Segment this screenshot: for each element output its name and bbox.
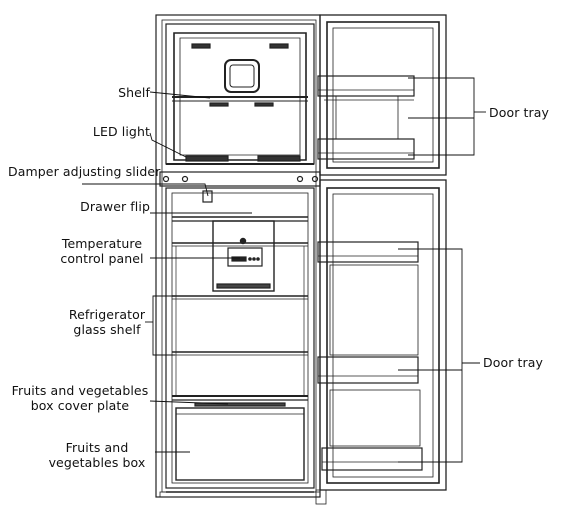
shelf-leader (149, 91, 211, 99)
label-glass-shelf-line1: Refrigerator (68, 307, 146, 322)
label-glass-shelf-line2: glass shelf (73, 322, 141, 337)
label-glass-shelf: Refrigerator glass shelf (62, 307, 152, 337)
lower-door-tray-3 (321, 447, 423, 471)
veg-cover-leader (149, 400, 229, 405)
glass-shelf-leader (152, 295, 175, 356)
label-veg-cover-line2: box cover plate (30, 398, 130, 413)
label-door-tray-upper: Door tray (489, 105, 550, 120)
freezer-compartment (165, 23, 315, 165)
label-veg-box-line2: vegetables box (48, 455, 146, 470)
freezer-door (319, 14, 447, 176)
middle-divider (159, 171, 321, 187)
damper-slider (202, 190, 213, 203)
temperature-control-panel (227, 247, 263, 267)
label-veg-cover-plate: Fruits and vegetables box cover plate (2, 383, 158, 413)
fridge-compartment (165, 187, 315, 489)
label-door-tray-lower: Door tray (483, 355, 544, 370)
label-damper-slider: Damper adjusting slider (8, 164, 161, 179)
lower-door-tray-1 (317, 241, 419, 263)
crisper-box (175, 407, 305, 481)
label-veg-box-line1: Fruits and (65, 440, 129, 455)
lower-door-tray-leader (398, 248, 463, 463)
label-shelf: Shelf (118, 85, 150, 100)
label-led-light: LED light (92, 124, 150, 139)
upper-door-tray-2 (317, 138, 415, 160)
label-temperature-control-panel: Temperature control panel (52, 236, 152, 266)
upper-door-tray-1 (317, 75, 415, 97)
label-temperature-line1: Temperature (61, 236, 143, 251)
led-light-leader (149, 132, 187, 158)
upper-door-tray-leader (408, 77, 475, 156)
fridge-door (319, 179, 447, 491)
label-temperature-line2: control panel (60, 251, 144, 266)
label-drawer-flip: Drawer flip (80, 199, 150, 214)
damper-leader (82, 183, 209, 197)
temperature-control-housing (212, 220, 275, 292)
freezer-fan-cover (224, 59, 260, 93)
label-veg-cover-line1: Fruits and vegetables (11, 383, 149, 398)
label-veg-box: Fruits and vegetables box (42, 440, 152, 470)
